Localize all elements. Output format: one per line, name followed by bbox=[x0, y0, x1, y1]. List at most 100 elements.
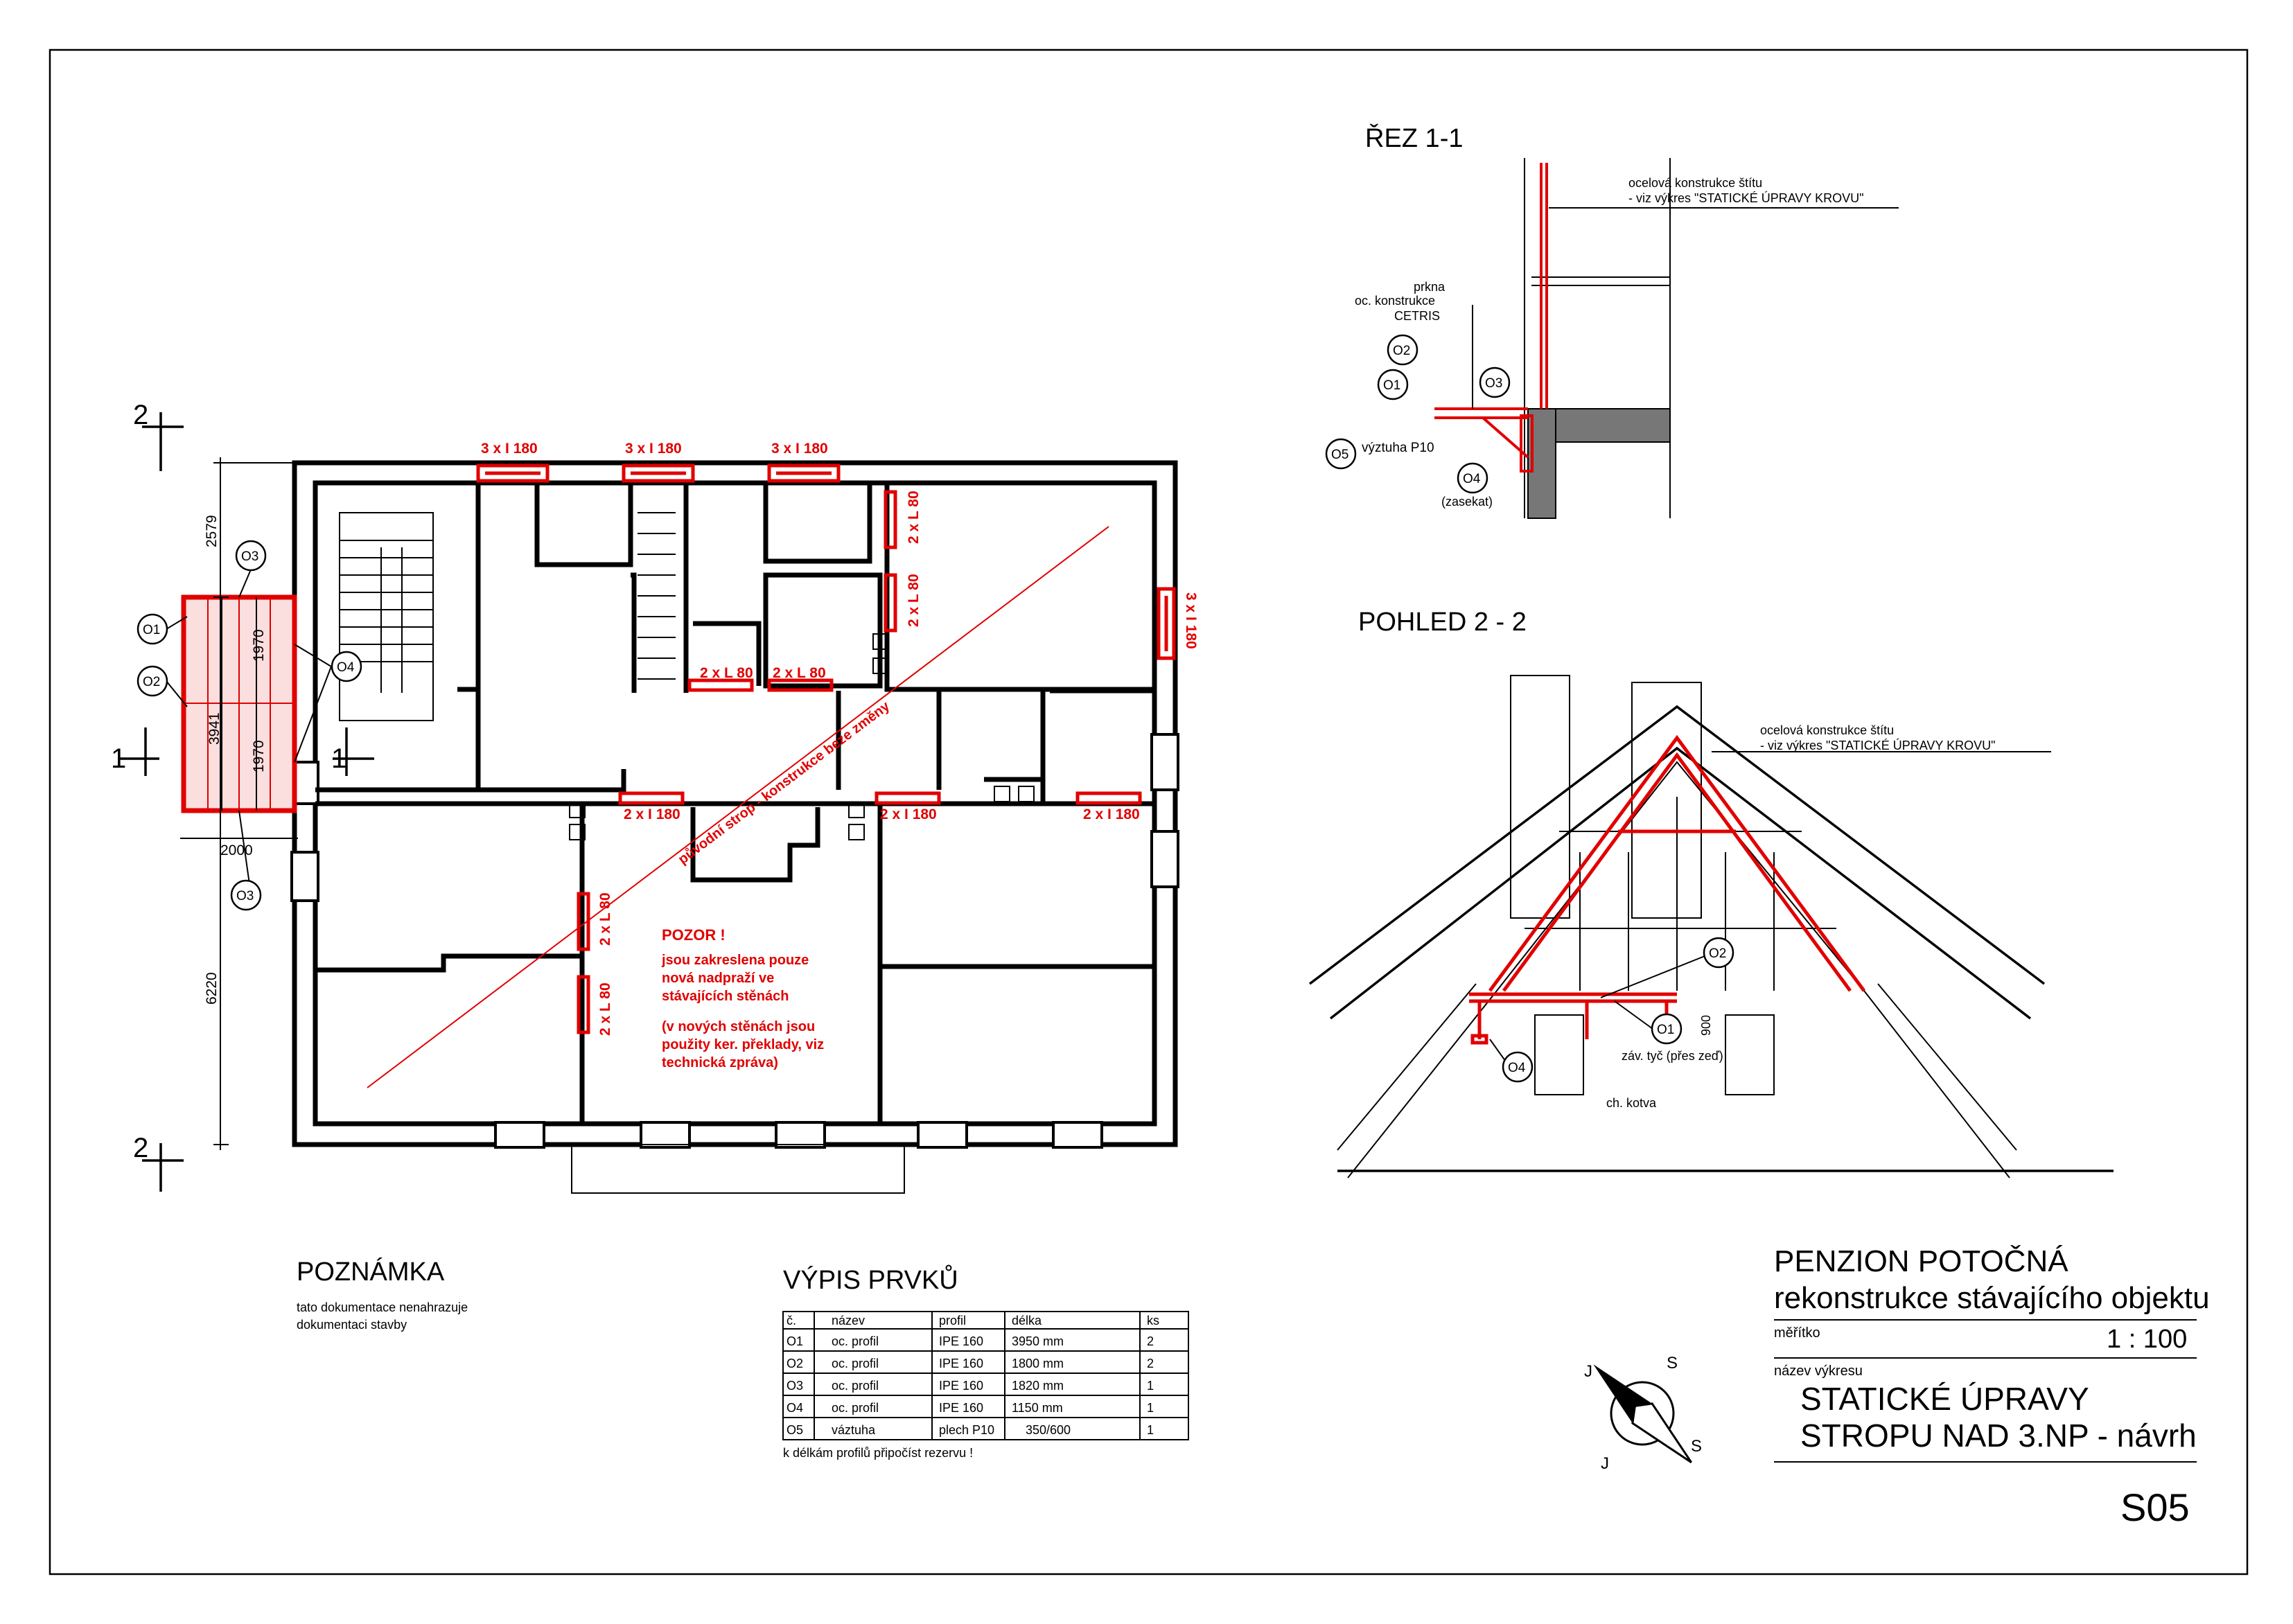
svg-text:název výkresu: název výkresu bbox=[1774, 1363, 1863, 1379]
project-name: PENZION POTOČNÁ bbox=[1774, 1244, 2068, 1278]
floor-plan: původní strop - konstrukce beze změny 3 … bbox=[111, 400, 1199, 1194]
svg-text:ks: ks bbox=[1147, 1314, 1159, 1327]
svg-text:ocelová konstrukce štítu: ocelová konstrukce štítu bbox=[1628, 176, 1762, 190]
svg-text:IPE 160: IPE 160 bbox=[939, 1379, 983, 1393]
section-1-1: ŘEZ 1-1 ocelová konstrukce štítu - viz v… bbox=[1325, 123, 1899, 519]
tag-o3: O3 bbox=[241, 549, 258, 564]
svg-text:měřítko: měřítko bbox=[1774, 1325, 1820, 1341]
lintel-label: 2 x I 180 bbox=[880, 806, 937, 822]
svg-text:jsou zakreslena pouze: jsou zakreslena pouze bbox=[661, 953, 809, 968]
tag-o5: O5 bbox=[1331, 448, 1348, 462]
svg-text:1: 1 bbox=[1147, 1423, 1154, 1437]
lintel-label: 3 x I 180 bbox=[1183, 592, 1199, 649]
svg-text:- viz výkres "STATICKÉ ÚPRAVY: - viz výkres "STATICKÉ ÚPRAVY KROVU" bbox=[1760, 738, 1996, 752]
svg-text:POZNÁMKA: POZNÁMKA bbox=[297, 1257, 445, 1287]
north-arrow bbox=[1593, 1364, 1692, 1463]
lintel-label: 2 x L 80 bbox=[906, 491, 922, 544]
scale: 1 : 100 bbox=[2107, 1325, 2187, 1354]
svg-text:oc. profil: oc. profil bbox=[832, 1334, 879, 1348]
outer-wall-outer bbox=[292, 460, 1178, 1147]
svg-text:CETRIS: CETRIS bbox=[1394, 309, 1440, 323]
dimension-label: 2000 bbox=[220, 842, 253, 858]
dimension-label: 1970 bbox=[251, 740, 267, 773]
svg-text:plech P10: plech P10 bbox=[939, 1423, 994, 1437]
svg-text:oc. konstrukce: oc. konstrukce bbox=[1355, 294, 1435, 308]
svg-text:1150 mm: 1150 mm bbox=[1012, 1401, 1063, 1415]
svg-text:ocelová konstrukce štítu: ocelová konstrukce štítu bbox=[1760, 723, 1894, 737]
outer-wall-inner bbox=[313, 480, 1157, 1127]
lintel-label: 3 x I 180 bbox=[481, 441, 538, 457]
lintel-symbols bbox=[476, 464, 1176, 1034]
svg-text:ch. kotva: ch. kotva bbox=[1606, 1096, 1657, 1110]
svg-text:- viz výkres "STATICKÉ ÚPRAVY: - viz výkres "STATICKÉ ÚPRAVY KROVU" bbox=[1628, 191, 1864, 205]
lintel-label: 2 x L 80 bbox=[700, 665, 753, 681]
svg-text:1800 mm: 1800 mm bbox=[1012, 1357, 1064, 1370]
sheet-number: S05 bbox=[2120, 1485, 2190, 1529]
svg-text:IPE 160: IPE 160 bbox=[939, 1334, 983, 1348]
tag-o4: O4 bbox=[337, 660, 355, 675]
svg-text:S: S bbox=[1691, 1437, 1702, 1456]
lintel-label: 2 x L 80 bbox=[773, 665, 826, 681]
svg-text:dokumentaci stavby: dokumentaci stavby bbox=[297, 1318, 407, 1332]
lintel-label: 3 x I 180 bbox=[771, 441, 828, 457]
lintel-label: 2 x I 180 bbox=[1083, 806, 1140, 822]
tag-o2: O2 bbox=[1393, 344, 1410, 358]
tag-o4: O4 bbox=[1463, 472, 1481, 486]
view-2-2: POHLED 2 - 2 bbox=[1308, 608, 2114, 1179]
svg-text:O4: O4 bbox=[787, 1401, 803, 1415]
section-mark: 1 bbox=[331, 743, 346, 774]
svg-text:váztuha: váztuha bbox=[832, 1423, 876, 1437]
svg-text:1820 mm: 1820 mm bbox=[1012, 1379, 1064, 1393]
section-lines bbox=[118, 412, 374, 1192]
svg-text:název: název bbox=[832, 1314, 865, 1327]
svg-text:prkna: prkna bbox=[1414, 280, 1446, 294]
svg-text:oc. profil: oc. profil bbox=[832, 1357, 879, 1370]
stair-left bbox=[339, 512, 434, 721]
steel-frame-plan bbox=[181, 594, 297, 813]
diagonal-note: původní strop - konstrukce beze změny bbox=[676, 698, 893, 867]
warning-note: POZOR ! jsou zakreslena pouze nová nadpr… bbox=[661, 926, 824, 1070]
tag-o2: O2 bbox=[1709, 946, 1726, 961]
lintel-label: 2 x L 80 bbox=[597, 892, 613, 946]
svg-text:1: 1 bbox=[1147, 1401, 1154, 1415]
svg-text:POZOR !: POZOR ! bbox=[662, 926, 726, 944]
dimension-lines bbox=[180, 457, 298, 1150]
drawing-title: STROPU NAD 3.NP - návrh bbox=[1800, 1418, 2197, 1454]
drawing-title: STATICKÉ ÚPRAVY bbox=[1800, 1381, 2089, 1417]
svg-text:O1: O1 bbox=[787, 1334, 803, 1348]
svg-text:VÝPIS PRVKŮ: VÝPIS PRVKŮ bbox=[783, 1264, 958, 1295]
tag-o1: O1 bbox=[143, 623, 160, 637]
section-title: ŘEZ 1-1 bbox=[1365, 123, 1463, 153]
section-mark: 1 bbox=[111, 743, 126, 774]
svg-text:nová nadpraží ve: nová nadpraží ve bbox=[662, 971, 774, 986]
tag-o2: O2 bbox=[143, 675, 160, 689]
svg-text:J: J bbox=[1584, 1362, 1592, 1381]
svg-text:O5: O5 bbox=[787, 1423, 803, 1437]
svg-text:3950 mm: 3950 mm bbox=[1012, 1334, 1064, 1348]
dimension-label: 3941 bbox=[207, 712, 222, 745]
parts-list: VÝPIS PRVKŮ č. název profil délka ks O1 … bbox=[782, 1264, 1189, 1460]
svg-text:oc. profil: oc. profil bbox=[832, 1401, 879, 1415]
svg-text:900: 900 bbox=[1699, 1015, 1713, 1036]
svg-text:výztuha P10: výztuha P10 bbox=[1362, 441, 1434, 455]
svg-text:stávajících stěnách: stávajících stěnách bbox=[662, 989, 789, 1004]
tag-o1: O1 bbox=[1657, 1023, 1674, 1037]
svg-text:záv. tyč (přes zeď): záv. tyč (přes zeď) bbox=[1622, 1049, 1723, 1063]
tag-o3: O3 bbox=[1485, 376, 1502, 391]
lintel-label: 2 x L 80 bbox=[597, 982, 613, 1036]
svg-text:oc. profil: oc. profil bbox=[832, 1379, 879, 1393]
lintel-label: 2 x L 80 bbox=[906, 574, 922, 627]
dimension-label: 6220 bbox=[204, 972, 220, 1005]
svg-text:IPE 160: IPE 160 bbox=[939, 1401, 983, 1415]
svg-text:(v nových stěnách jsou: (v nových stěnách jsou bbox=[662, 1019, 815, 1034]
svg-text:S: S bbox=[1667, 1354, 1678, 1373]
section-mark: 2 bbox=[133, 400, 148, 430]
svg-text:1: 1 bbox=[1147, 1379, 1154, 1393]
svg-text:k délkám profilů připočíst rez: k délkám profilů připočíst rezervu ! bbox=[783, 1446, 973, 1460]
svg-text:použity ker. překlady, viz: použity ker. překlady, viz bbox=[662, 1037, 824, 1052]
dimension-label: 1970 bbox=[251, 629, 267, 662]
tag-o1: O1 bbox=[1383, 378, 1400, 393]
dimension-label: 2579 bbox=[204, 515, 220, 547]
view-title: POHLED 2 - 2 bbox=[1358, 608, 1527, 637]
